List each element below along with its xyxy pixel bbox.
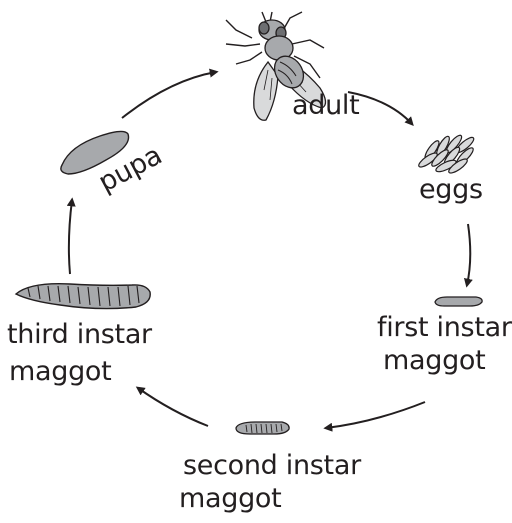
label-second-instar-maggot: maggot	[179, 484, 281, 514]
label-first-instar-maggot: maggot	[383, 346, 485, 376]
label-eggs: eggs	[419, 175, 483, 205]
second-instar-maggot-icon	[236, 422, 289, 434]
label-third-instar-maggot: maggot	[9, 357, 111, 387]
arrow-first-to-second-instar	[326, 402, 425, 428]
label-third-instar: third instar	[7, 320, 152, 350]
arrow-eggs-to-first-instar	[467, 224, 470, 285]
label-first-instar: first instar	[377, 313, 512, 343]
label-adult: adult	[292, 91, 359, 121]
arrow-third-instar-to-pupa	[69, 200, 72, 274]
eggs-icon	[417, 133, 476, 175]
first-instar-maggot-icon	[435, 297, 482, 306]
label-second-instar: second instar	[183, 451, 361, 481]
arrow-pupa-to-adult	[122, 72, 216, 118]
third-instar-maggot-icon	[16, 284, 150, 309]
arrow-second-to-third-instar	[138, 388, 208, 426]
